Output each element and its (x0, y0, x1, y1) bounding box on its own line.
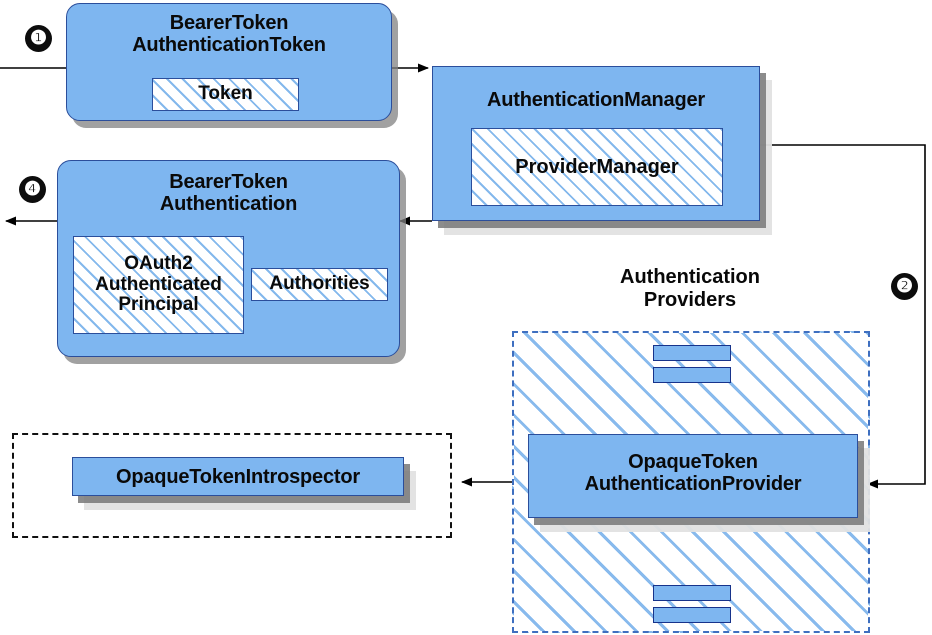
provider-stack-bar-bottom-1 (653, 585, 731, 601)
btat-title-line1: BearerToken (169, 12, 289, 34)
bearer-token-authentication-title: BearerToken Authentication (58, 171, 399, 216)
step-marker-1: ❶ (26, 26, 51, 51)
bta-title-line1: BearerToken (169, 171, 288, 193)
oauth2-authenticated-principal-box[interactable]: OAuth2 Authenticated Principal (73, 236, 244, 334)
principal-line1: OAuth2 (124, 252, 193, 274)
bearer-token-authentication-box[interactable]: BearerToken Authentication OAuth2 Authen… (57, 160, 400, 357)
step-marker-2-label: ❷ (895, 276, 914, 297)
authentication-providers-label-line2: Providers (643, 288, 737, 311)
authorities-box[interactable]: Authorities (251, 268, 388, 301)
bearer-token-authentication-token-box[interactable]: BearerToken AuthenticationToken Token (66, 3, 392, 121)
otap-title-line2: AuthenticationProvider (584, 473, 802, 496)
token-inner-box[interactable]: Token (152, 78, 299, 111)
step-marker-1-label: ❶ (29, 28, 48, 49)
authentication-manager-title: AuthenticationManager (433, 89, 759, 111)
provider-stack-bar-top-1 (653, 345, 731, 361)
step-marker-2: ❷ (892, 274, 917, 299)
authentication-manager-title-text: AuthenticationManager (486, 89, 706, 111)
opaque-token-authentication-provider-box[interactable]: OpaqueToken AuthenticationProvider (528, 434, 858, 518)
opaque-token-introspector-box[interactable]: OpaqueTokenIntrospector (72, 457, 404, 496)
step-marker-4-label: ❹ (23, 179, 42, 200)
principal-line3: Principal (118, 294, 199, 316)
token-label: Token (198, 83, 253, 105)
bearer-token-authentication-token-title: BearerToken AuthenticationToken (67, 12, 391, 57)
provider-manager-inner-box[interactable]: ProviderManager (471, 128, 723, 206)
authentication-providers-label-line1: Authentication (620, 266, 760, 288)
provider-manager-label: ProviderManager (515, 156, 679, 178)
bta-title-line2: Authentication (159, 193, 298, 216)
authorities-label: Authorities (269, 273, 370, 295)
opaque-token-authentication-provider-title: OpaqueToken AuthenticationProvider (529, 451, 857, 496)
oauth2-authenticated-principal-label: OAuth2 Authenticated Principal (95, 252, 222, 317)
authentication-providers-label: Authentication Providers (560, 266, 820, 312)
principal-line2: Authenticated (95, 273, 222, 295)
opaque-token-introspector-title: OpaqueTokenIntrospector (73, 466, 403, 488)
authentication-manager-box[interactable]: AuthenticationManager ProviderManager (432, 66, 760, 221)
provider-stack-bar-top-2 (653, 367, 731, 383)
step-marker-4: ❹ (20, 177, 45, 202)
provider-stack-bar-bottom-2 (653, 607, 731, 623)
btat-title-line2: AuthenticationToken (132, 34, 326, 57)
opaque-token-introspector-label: OpaqueTokenIntrospector (116, 466, 360, 488)
otap-title-line1: OpaqueToken (628, 451, 758, 473)
